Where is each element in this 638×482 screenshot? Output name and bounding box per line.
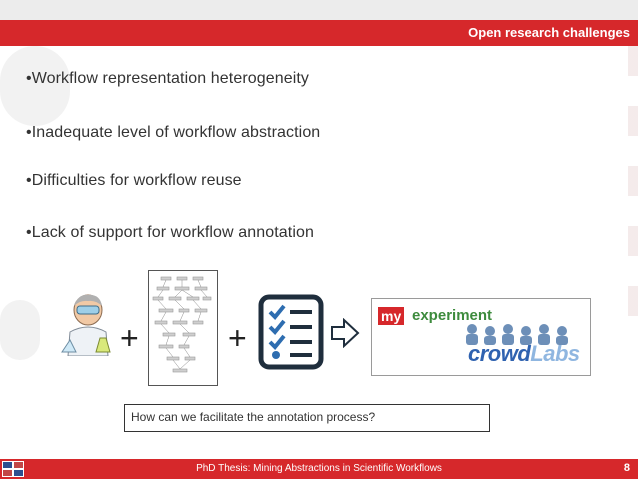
background-shape (0, 46, 70, 126)
myexperiment-logo-experiment: experiment (412, 307, 493, 324)
crowdlabs-logo-crowd: crowd (468, 341, 531, 366)
checklist-icon (258, 294, 324, 370)
bullet-item: •Inadequate level of workflow abstractio… (26, 124, 321, 141)
crowdlabs-logo-labs: Labs (530, 341, 580, 366)
myexperiment-logo-my: my (378, 307, 405, 325)
workflow-graph-icon (152, 276, 212, 373)
bullet-item: •Lack of support for workflow annotation (26, 224, 314, 241)
footer-bar: PhD Thesis: Mining Abstractions in Scien… (0, 459, 638, 479)
footer-title: PhD Thesis: Mining Abstractions in Scien… (196, 463, 442, 474)
slide-title: Open research challenges (468, 25, 630, 40)
platforms-logo-box: my experiment crowdLabs (371, 298, 591, 376)
crowdlabs-logo: crowdLabs (468, 341, 580, 367)
university-logo-icon (2, 461, 24, 477)
crowd-silhouette-icon (466, 324, 568, 345)
plus-sign: + (120, 320, 139, 356)
workflow-graph-thumbnail (148, 270, 218, 386)
question-text: How can we facilitate the annotation pro… (131, 410, 376, 424)
plus-sign: + (228, 320, 247, 356)
bullet-item: •Difficulties for workflow reuse (26, 172, 242, 189)
arrow-right-icon (331, 318, 360, 348)
scientist-icon (61, 294, 111, 356)
title-bar: Open research challenges (0, 20, 638, 46)
bullet-item: •Workflow representation heterogeneity (26, 70, 310, 87)
background-shape (0, 300, 40, 360)
top-band (0, 0, 638, 20)
right-accent-decoration (628, 46, 638, 346)
page-number: 8 (623, 462, 630, 474)
question-box: How can we facilitate the annotation pro… (124, 404, 490, 432)
